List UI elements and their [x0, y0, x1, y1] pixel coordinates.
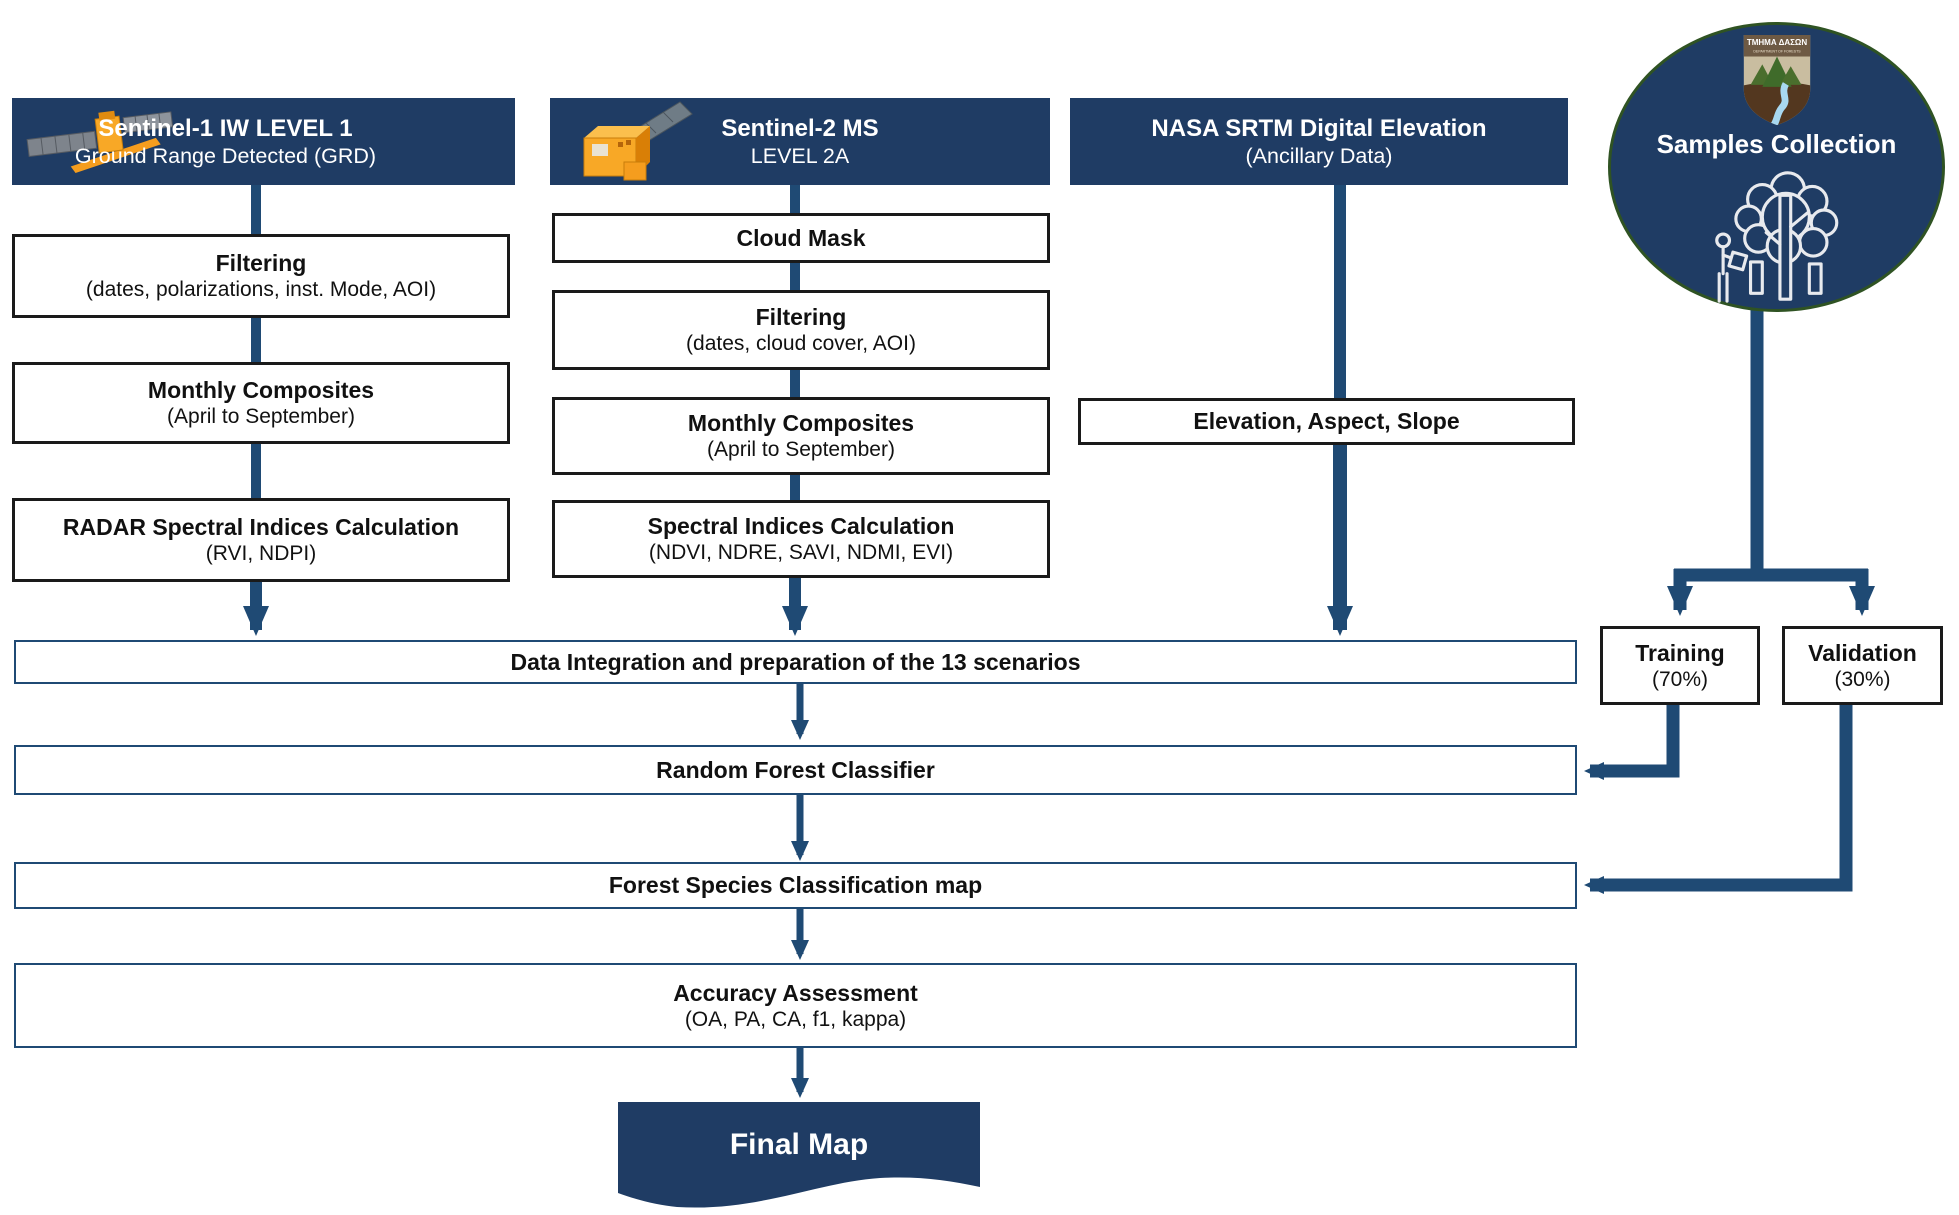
arrow-validation-map	[1584, 705, 1853, 894]
arrow-training-classifier	[1584, 705, 1680, 780]
